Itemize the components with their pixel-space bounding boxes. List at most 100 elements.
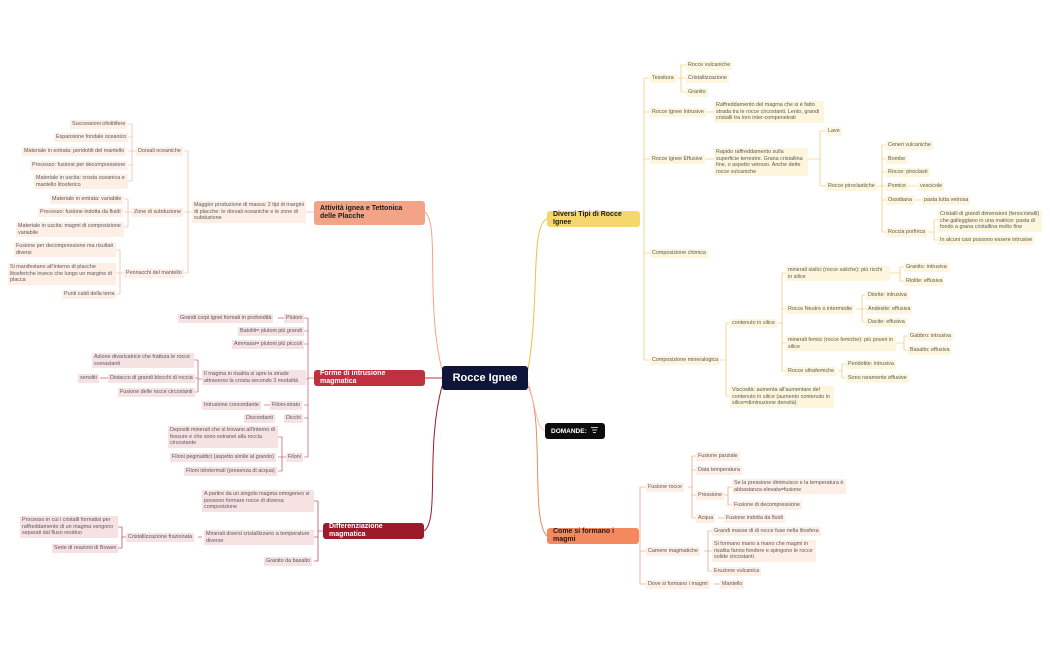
- node-materiale-uscita-sub[interactable]: Materiale in uscita: magmi di composizio…: [16, 222, 124, 238]
- node-effusive[interactable]: Rocce ignee Effusive: [650, 155, 705, 164]
- node-processo-frazionata[interactable]: Processo in cui i cristalli formatisi pe…: [20, 516, 118, 538]
- node-pennacchi-2[interactable]: Si manifestano all'interno di placche li…: [8, 263, 116, 285]
- node-punti-caldi[interactable]: Punti caldi della terra: [62, 290, 117, 299]
- node-chimica[interactable]: Composizione chimica: [650, 249, 708, 258]
- node-materiale-uscita-dorsali[interactable]: Materiale in uscita: crosta oceanica e m…: [34, 174, 128, 190]
- node-ceneri[interactable]: Ceneri vulcaniche: [886, 141, 933, 150]
- node-granito[interactable]: Granito: [686, 88, 708, 97]
- main-node-tettonica[interactable]: Attività ignea e Tettonica delle Placche: [314, 201, 425, 225]
- node-intrusive[interactable]: Rocce ignee Intrusive: [650, 108, 706, 117]
- node-espansione[interactable]: Espansione fondale oceanico: [54, 133, 129, 142]
- node-cristallizzazione-frazionata[interactable]: Cristallizzazione frazionata: [126, 533, 195, 542]
- node-plutoni-desc[interactable]: Grandi corpi ignei formati in profondità: [178, 314, 274, 323]
- node-peridotite[interactable]: Peridotite: intrusiva: [846, 360, 896, 369]
- node-minerali-diversi[interactable]: Minerali diversi cristallizzano a temper…: [204, 530, 314, 546]
- node-pennacchi-1[interactable]: Fusione per decompressione ma risultati …: [14, 242, 116, 258]
- node-pomice[interactable]: Pomice: [886, 182, 908, 191]
- node-femici[interactable]: minerali femici (rocce femiche): più pov…: [786, 336, 896, 352]
- node-intrusive-desc[interactable]: Raffreddamento del magma che si è fatto …: [714, 101, 824, 123]
- node-pressione[interactable]: Pressione: [696, 491, 724, 500]
- node-dicchi[interactable]: Dicchi: [284, 414, 303, 423]
- node-pasta-vetrosa[interactable]: pasta tutta vetrosa: [922, 196, 971, 205]
- node-depositi[interactable]: Depositi minerali che si trovano all'int…: [168, 426, 278, 448]
- node-filoni-strato[interactable]: Filoni-strato: [270, 401, 303, 410]
- node-processo-decompressione[interactable]: Processo: fusione per decompressione: [30, 161, 128, 170]
- main-node-intrusione[interactable]: Forme di intrusione magmatica: [314, 370, 425, 386]
- node-piroclastiche[interactable]: Rocce piroclastiche: [826, 182, 877, 191]
- node-xenoliti[interactable]: xenoliti: [78, 374, 99, 383]
- node-fusione-circostanti[interactable]: Fusione delle rocce circostanti: [118, 388, 195, 397]
- node-pennacchi[interactable]: Pennacchi del mantello: [124, 269, 184, 278]
- node-effusive-desc[interactable]: Rapido raffreddamento sulla superficie t…: [714, 148, 808, 177]
- node-materiale-entrata-sub[interactable]: Materiale in entrata: variabile: [50, 195, 124, 204]
- node-ammassi[interactable]: Ammassi= plutoni più piccoli: [232, 340, 304, 349]
- node-successioni[interactable]: Successioni ofiolitifere: [70, 120, 128, 129]
- node-gabbro[interactable]: Gabbro: intrusiva: [908, 332, 954, 341]
- node-data-temperatura[interactable]: Data temperatura: [696, 466, 742, 475]
- node-raramente[interactable]: Sono raramente effusive: [846, 374, 909, 383]
- root-label: Rocce Ignee: [452, 372, 518, 384]
- node-pegmatitici[interactable]: Filoni pegmatitici (aspetto simile al gr…: [170, 453, 276, 462]
- node-porfirica[interactable]: Roccia porfirica: [886, 228, 928, 237]
- node-riolite[interactable]: Riolite: effusiva: [904, 277, 945, 286]
- domande-node[interactable]: DOMANDE:: [545, 423, 605, 439]
- node-subduzione[interactable]: Zone di subduzione: [132, 208, 184, 217]
- node-dacite[interactable]: Dacite: effusiva: [866, 318, 907, 327]
- node-ultrafemiche[interactable]: Rocce ultrafemiche: [786, 367, 837, 376]
- node-idrotermali[interactable]: Filoni idrotermali (presenza di acqua): [184, 467, 277, 476]
- node-granito-basalto[interactable]: Granito da basalto: [264, 557, 313, 566]
- node-sialici[interactable]: minerali sialici (rocce saliche): più ri…: [786, 266, 890, 282]
- node-neutre[interactable]: Rocce Neutre o intermedie: [786, 305, 855, 314]
- domande-label: DOMANDE:: [551, 427, 587, 435]
- node-azione[interactable]: Azione divaricatrice che frattura le roc…: [92, 353, 194, 369]
- node-fusione-rocce[interactable]: Fusione rocce: [646, 483, 684, 492]
- node-dorsali[interactable]: Dorsali oceaniche: [136, 147, 183, 156]
- node-partire[interactable]: A partire da un singolo magma omogeneo s…: [202, 490, 314, 512]
- node-fusione-fluidi[interactable]: Fusione indotta da fluidi: [724, 514, 785, 523]
- node-distacco[interactable]: Distacco di grandi blocchi di roccia: [108, 374, 195, 383]
- node-produzione[interactable]: Maggior produzione di massa: 2 tipi di m…: [192, 201, 306, 223]
- main-node-differenziazione[interactable]: Differenziazione magmatica: [323, 523, 424, 539]
- node-camere-1[interactable]: Grandi masse di di rocce fuse nella lito…: [712, 527, 821, 536]
- node-batoliti[interactable]: Batoliti= plutoni più grandi: [238, 327, 304, 336]
- node-acqua[interactable]: Acqua: [696, 514, 716, 523]
- node-filoni[interactable]: Filoni: [286, 453, 303, 462]
- node-porfirica-desc[interactable]: Cristalli di grandi dimensioni (fenocris…: [938, 210, 1042, 232]
- node-mantello[interactable]: Mantello: [720, 580, 745, 589]
- main-node-tettonica-label: Attività ignea e Tettonica delle Placche: [320, 204, 403, 221]
- node-rocce-vulcaniche[interactable]: Rocce vulcaniche: [686, 61, 733, 70]
- node-camere-2[interactable]: Si formano mano a mano che magmi in risa…: [712, 540, 816, 562]
- node-fusione-decompressione[interactable]: Fusione di decompressione: [732, 501, 802, 510]
- node-andesite[interactable]: Andesite: effusiva: [866, 305, 913, 314]
- node-granito-intrusiva[interactable]: Granito: intrusiva: [904, 263, 949, 272]
- node-contenuto-silice[interactable]: contenuto in silice: [730, 319, 777, 328]
- node-intrusione-concordante[interactable]: Intrusione concordante: [202, 401, 261, 410]
- node-basalto[interactable]: Basalto: effusiva: [908, 346, 952, 355]
- node-diorite[interactable]: Diorite: intrusiva: [866, 291, 909, 300]
- node-tessitura[interactable]: Tessitura: [650, 74, 676, 83]
- main-node-formano[interactable]: Come si formano i magmi: [547, 528, 639, 544]
- node-discordanti[interactable]: Discordanti: [244, 414, 275, 423]
- root-node[interactable]: Rocce Ignee: [442, 366, 528, 390]
- node-camere[interactable]: Camere magmatiche: [646, 547, 701, 556]
- node-piroclasti[interactable]: Rocce: piroclasti: [886, 168, 930, 177]
- node-bowen[interactable]: Serie di reazioni di Bowen: [52, 544, 119, 553]
- node-bombe[interactable]: Bombe: [886, 155, 908, 164]
- node-fusione-parziale[interactable]: Fusione parziale: [696, 452, 740, 461]
- node-plutoni[interactable]: Plutoni: [284, 314, 305, 323]
- node-viscosita[interactable]: Viscosità: aumenta all'aumentare del con…: [730, 386, 834, 408]
- node-dove[interactable]: Dove si formano i magmi: [646, 580, 710, 589]
- node-pressione-desc[interactable]: Se la pressione diminuisce e la temperat…: [732, 479, 846, 495]
- main-node-tipi[interactable]: Diversi Tipi di Rocce Ignee: [547, 211, 640, 227]
- node-porfirica-note[interactable]: In alcuni casi possono essere intrusive: [938, 236, 1035, 245]
- node-lave[interactable]: Lave: [826, 127, 842, 136]
- node-cristallizzazione[interactable]: Cristallizzazione: [686, 74, 729, 83]
- node-mineralogica[interactable]: Composizione mineralogica: [650, 356, 721, 365]
- node-materiale-entrata-dorsali[interactable]: Materiale in entrata: peridotiti del man…: [22, 147, 127, 156]
- node-eruzione[interactable]: Eruzione vulcanica: [712, 567, 762, 576]
- node-ossidiana[interactable]: Ossidiana: [886, 196, 914, 205]
- node-risalita[interactable]: Il magma in risalita si apre la strade a…: [202, 370, 306, 386]
- node-processo-fluidi[interactable]: Processo: fusione indotta da fluidi: [38, 208, 123, 217]
- node-vescicole[interactable]: vescicole: [918, 182, 945, 191]
